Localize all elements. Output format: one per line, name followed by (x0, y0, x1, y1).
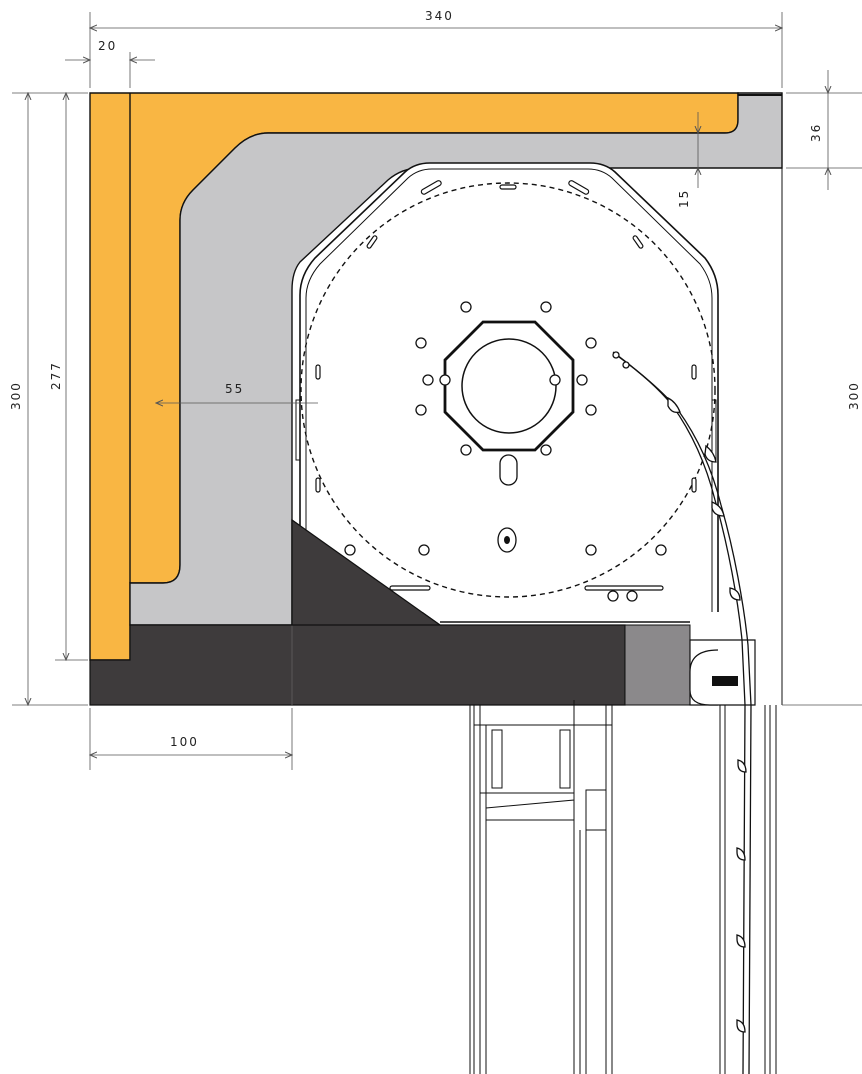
casing-body (129, 92, 783, 626)
end-slat (712, 676, 738, 686)
dim-label-300-left: 300 (9, 381, 23, 410)
dim-label-15: 15 (677, 189, 691, 208)
shutter-guide-rail (689, 639, 756, 706)
roller-chamber-inner (305, 168, 713, 612)
dim-label-100: 100 (170, 735, 199, 749)
slot-hole (499, 454, 518, 486)
dim-label-20: 20 (98, 39, 117, 53)
dim-label-55: 55 (225, 382, 244, 396)
lintel-wedge (291, 518, 442, 626)
dim-label-277: 277 (49, 361, 63, 390)
lintel-cap (624, 624, 691, 706)
rolled-shutter-outline (300, 182, 716, 598)
plate-slots (315, 180, 697, 591)
dim-label-36: 36 (809, 123, 823, 142)
eccentric-hole-inner (504, 536, 510, 544)
window-frame (469, 700, 777, 1074)
axle-bore (461, 338, 557, 434)
bolt-holes (344, 301, 667, 602)
dim-label-340: 340 (425, 9, 454, 23)
dim-label-300-right: 300 (847, 381, 861, 410)
shutter-curtain (612, 351, 752, 1074)
